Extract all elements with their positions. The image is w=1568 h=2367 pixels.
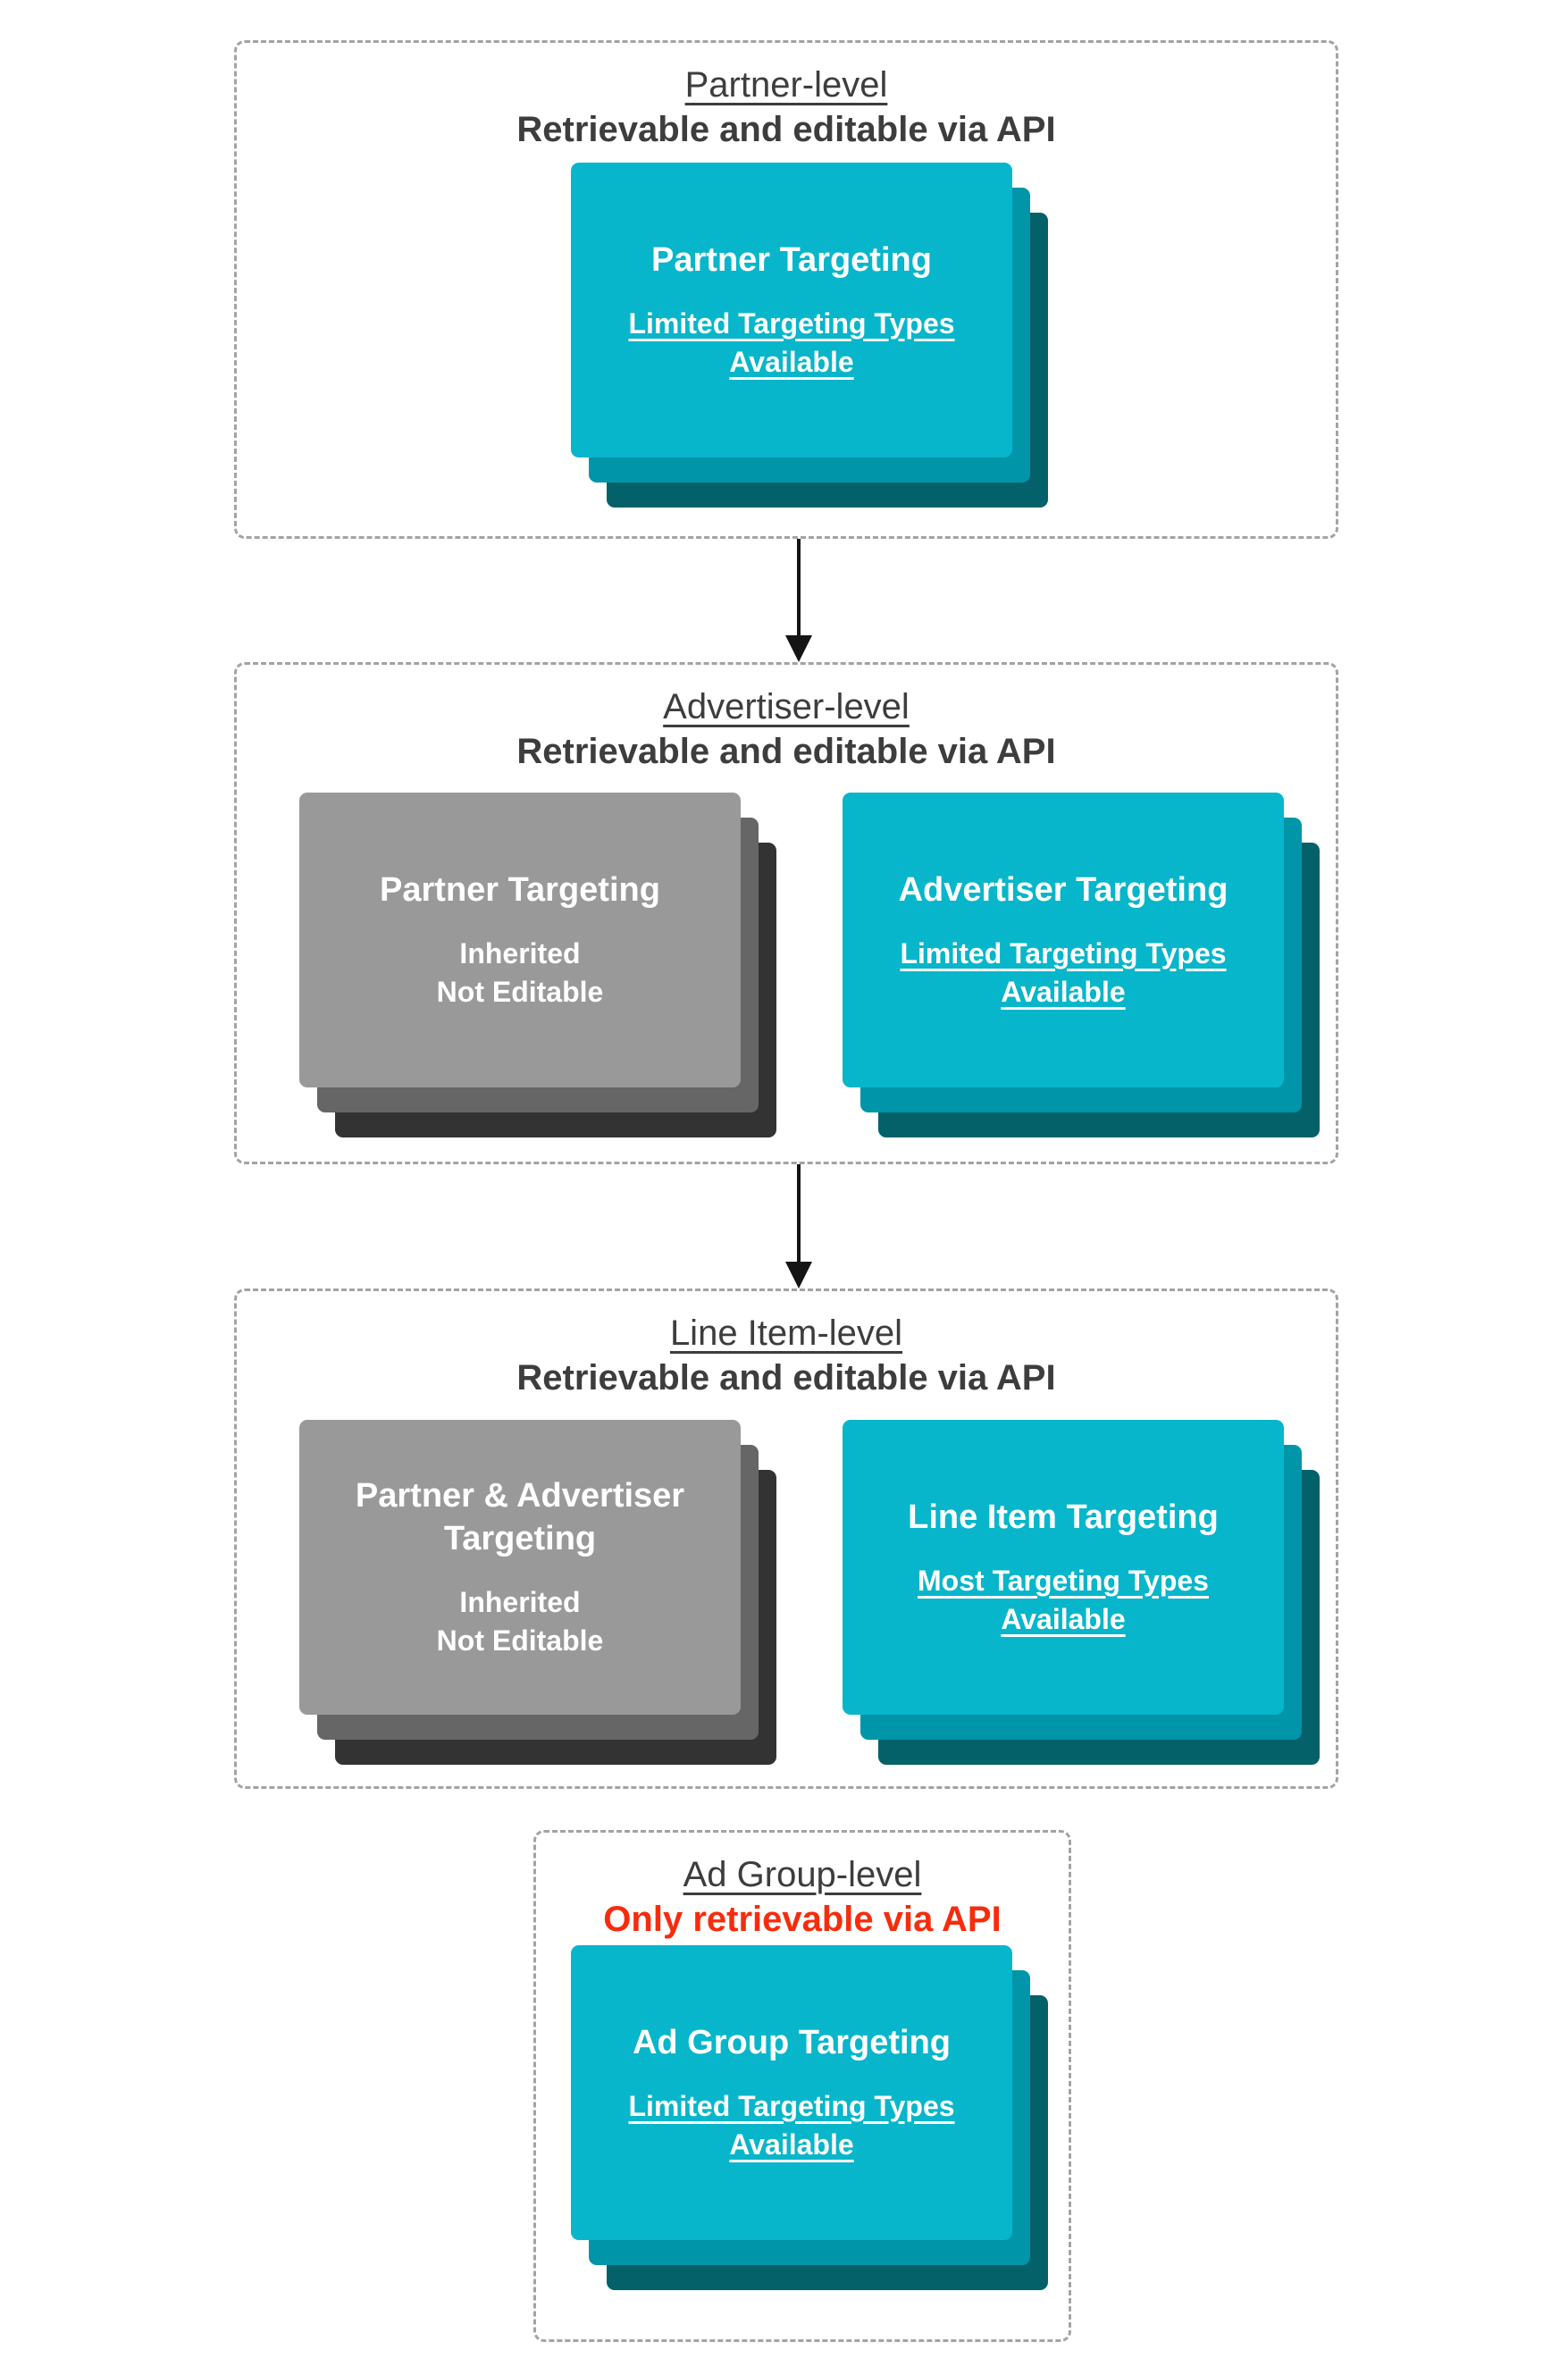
section-access-note: Only retrievable via API xyxy=(603,1900,1002,1939)
card-title: Line Item Targeting xyxy=(908,1498,1219,1536)
card-note: Inherited Not Editable xyxy=(437,1583,604,1660)
card-stack-inherited-partner-advertiser-targeting: Partner & Advertiser Targeting Inherited… xyxy=(299,1420,776,1765)
card-note-line: Limited Targeting Types xyxy=(628,307,955,340)
section-title: Line Item-level xyxy=(669,1314,903,1353)
card-title: Partner Targeting xyxy=(651,241,932,279)
flow-arrow-down xyxy=(785,1164,812,1288)
card-note-line: Limited Targeting Types xyxy=(628,2090,955,2122)
card-note-line: Inherited xyxy=(459,937,581,969)
targeting-card: Advertiser Targeting Limited Targeting T… xyxy=(843,793,1284,1087)
card-stack-partner-targeting: Partner Targeting Limited Targeting Type… xyxy=(571,163,1048,508)
card-note-line: Not Editable xyxy=(436,1624,604,1657)
card-stack-line-item-targeting: Line Item Targeting Most Targeting Types… xyxy=(843,1420,1320,1765)
section-header: Advertiser-level Retrievable and editabl… xyxy=(237,665,1336,774)
section-header: Partner-level Retrievable and editable v… xyxy=(237,43,1336,152)
card-note: Most Targeting Types Available xyxy=(918,1562,1209,1639)
card-note-line: Inherited xyxy=(459,1586,581,1618)
card-note-line: Available xyxy=(1001,976,1126,1008)
section-title: Advertiser-level xyxy=(663,687,910,726)
section-access-note: Retrievable and editable via API xyxy=(516,1358,1056,1398)
arrow-shaft xyxy=(797,539,801,635)
card-stack-inherited-partner-targeting: Partner Targeting Inherited Not Editable xyxy=(299,793,776,1137)
flow-arrow-down xyxy=(785,539,812,662)
targeting-card: Partner Targeting Inherited Not Editable xyxy=(299,793,741,1087)
card-stack-ad-group-targeting: Ad Group Targeting Limited Targeting Typ… xyxy=(571,1945,1048,2290)
card-note: Limited Targeting Types Available xyxy=(628,305,954,382)
card-note: Limited Targeting Types Available xyxy=(900,935,1226,1011)
section-ad-group-level: Ad Group-level Only retrievable via API … xyxy=(533,1830,1071,2342)
card-note-line: Most Targeting Types xyxy=(918,1565,1209,1597)
card-note-line: Available xyxy=(729,346,854,378)
card-title: Partner Targeting xyxy=(380,871,660,909)
arrow-head-icon xyxy=(785,635,812,662)
targeting-card: Line Item Targeting Most Targeting Types… xyxy=(843,1420,1284,1715)
section-advertiser-level: Advertiser-level Retrievable and editabl… xyxy=(234,662,1338,1164)
section-access-note: Retrievable and editable via API xyxy=(516,732,1056,771)
arrow-head-icon xyxy=(785,1262,812,1288)
card-title: Ad Group Targeting xyxy=(632,2024,952,2061)
card-note-line: Limited Targeting Types xyxy=(900,937,1227,969)
section-title: Partner-level xyxy=(684,65,888,105)
targeting-card: Ad Group Targeting Limited Targeting Typ… xyxy=(571,1945,1012,2240)
targeting-card: Partner & Advertiser Targeting Inherited… xyxy=(299,1420,741,1715)
card-note: Limited Targeting Types Available xyxy=(628,2087,954,2164)
section-access-note: Retrievable and editable via API xyxy=(516,110,1056,149)
targeting-card: Partner Targeting Limited Targeting Type… xyxy=(571,163,1012,457)
card-note-line: Available xyxy=(1001,1603,1126,1635)
section-line-item-level: Line Item-level Retrievable and editable… xyxy=(234,1288,1338,1789)
card-note: Inherited Not Editable xyxy=(437,935,604,1011)
card-title: Advertiser Targeting xyxy=(898,871,1228,909)
section-title: Ad Group-level xyxy=(683,1855,922,1894)
card-title: Partner & Advertiser Targeting xyxy=(355,1477,685,1557)
card-note-line: Not Editable xyxy=(436,976,604,1008)
arrow-shaft xyxy=(797,1164,801,1262)
card-note-line: Available xyxy=(729,2128,854,2161)
section-header: Line Item-level Retrievable and editable… xyxy=(237,1291,1336,1400)
section-header: Ad Group-level Only retrievable via API xyxy=(536,1833,1069,1942)
section-partner-level: Partner-level Retrievable and editable v… xyxy=(234,40,1338,539)
card-stack-advertiser-targeting: Advertiser Targeting Limited Targeting T… xyxy=(843,793,1320,1137)
